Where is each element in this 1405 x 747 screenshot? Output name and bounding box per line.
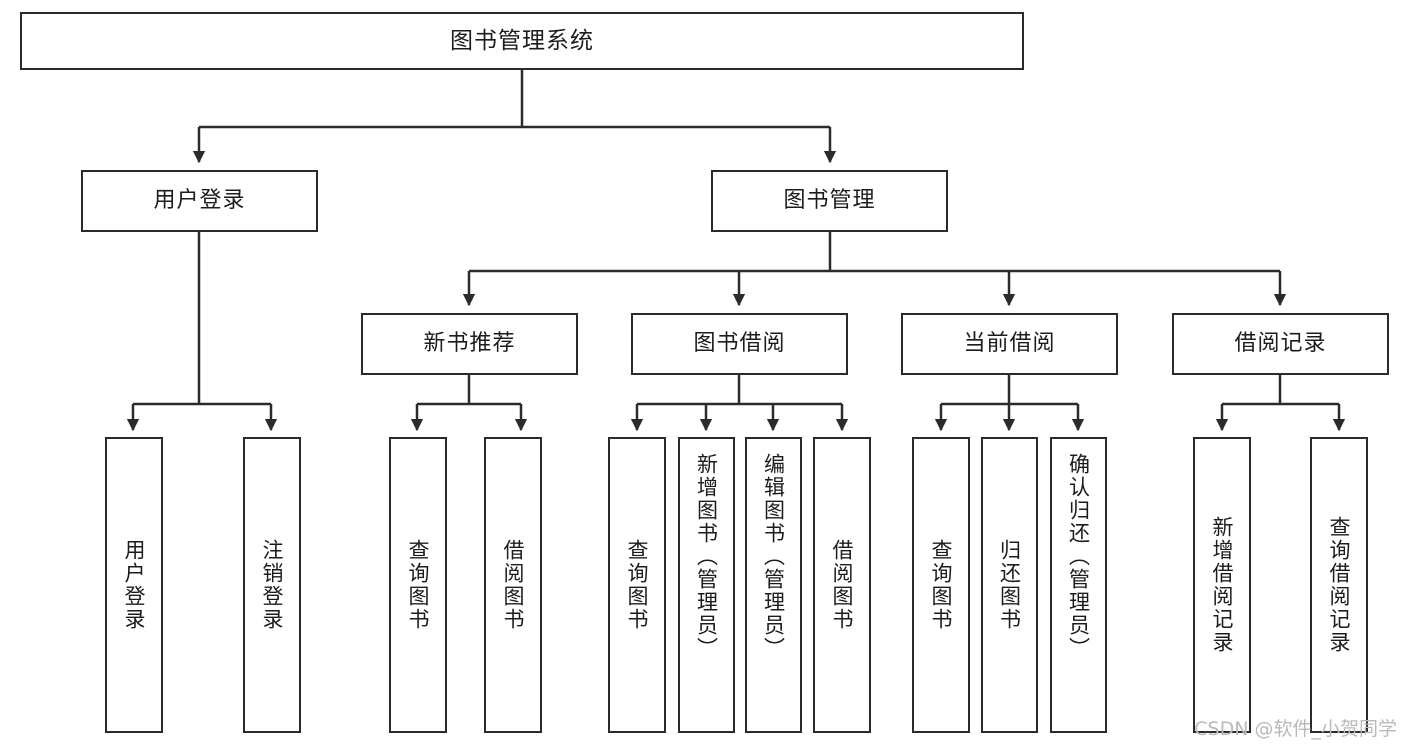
leaf-borrow-add-book-admin[interactable]: 新增图书（管理员） bbox=[678, 437, 735, 733]
leaf-current-confirm-return-admin[interactable]: 确认归还（管理员） bbox=[1050, 437, 1107, 733]
leaf-borrow-query-book[interactable]: 查询图书 bbox=[608, 437, 666, 733]
node-label: 图书借阅 bbox=[693, 331, 786, 357]
node-borrow-record[interactable]: 借阅记录 bbox=[1172, 313, 1389, 375]
leaf-borrow-borrow-book[interactable]: 借阅图书 bbox=[813, 437, 871, 733]
node-label: 新增借阅记录 bbox=[1210, 516, 1235, 654]
node-user-login[interactable]: 用户登录 bbox=[81, 170, 318, 232]
node-label: 借阅图书 bbox=[830, 539, 855, 631]
node-label: 用户登录 bbox=[153, 188, 246, 214]
node-label: 确认归还（管理员） bbox=[1066, 453, 1091, 660]
node-label: 查询图书 bbox=[625, 539, 650, 631]
node-label: 用户登录 bbox=[122, 539, 147, 631]
node-book-borrow[interactable]: 图书借阅 bbox=[631, 313, 848, 375]
leaf-current-return-book[interactable]: 归还图书 bbox=[981, 437, 1038, 733]
leaf-logout[interactable]: 注销登录 bbox=[243, 437, 301, 733]
node-label: 图书管理系统 bbox=[450, 27, 594, 54]
node-label: 新书推荐 bbox=[423, 331, 516, 357]
node-label: 查询图书 bbox=[929, 539, 954, 631]
node-label: 归还图书 bbox=[997, 539, 1022, 631]
node-current-borrow[interactable]: 当前借阅 bbox=[901, 313, 1118, 375]
node-label: 借阅图书 bbox=[501, 539, 526, 631]
node-label: 借阅记录 bbox=[1234, 331, 1327, 357]
node-label: 编辑图书（管理员） bbox=[761, 453, 786, 660]
leaf-borrow-edit-book-admin[interactable]: 编辑图书（管理员） bbox=[745, 437, 802, 733]
leaf-user-login[interactable]: 用户登录 bbox=[105, 437, 163, 733]
node-book-management[interactable]: 图书管理 bbox=[711, 170, 948, 232]
node-label: 查询图书 bbox=[406, 539, 431, 631]
leaf-record-add-record[interactable]: 新增借阅记录 bbox=[1193, 437, 1251, 733]
node-label: 图书管理 bbox=[783, 188, 876, 214]
node-root-system[interactable]: 图书管理系统 bbox=[20, 12, 1024, 70]
leaf-recommend-query-book[interactable]: 查询图书 bbox=[389, 437, 447, 733]
leaf-current-query-book[interactable]: 查询图书 bbox=[912, 437, 970, 733]
leaf-record-query-record[interactable]: 查询借阅记录 bbox=[1310, 437, 1368, 733]
watermark-text: CSDN @软件_小贺同学 bbox=[1194, 718, 1397, 740]
node-label: 注销登录 bbox=[260, 539, 285, 631]
node-new-book-recommend[interactable]: 新书推荐 bbox=[361, 313, 578, 375]
node-label: 新增图书（管理员） bbox=[694, 453, 719, 660]
node-label: 查询借阅记录 bbox=[1327, 516, 1352, 654]
leaf-recommend-borrow-book[interactable]: 借阅图书 bbox=[484, 437, 542, 733]
node-label: 当前借阅 bbox=[963, 331, 1056, 357]
